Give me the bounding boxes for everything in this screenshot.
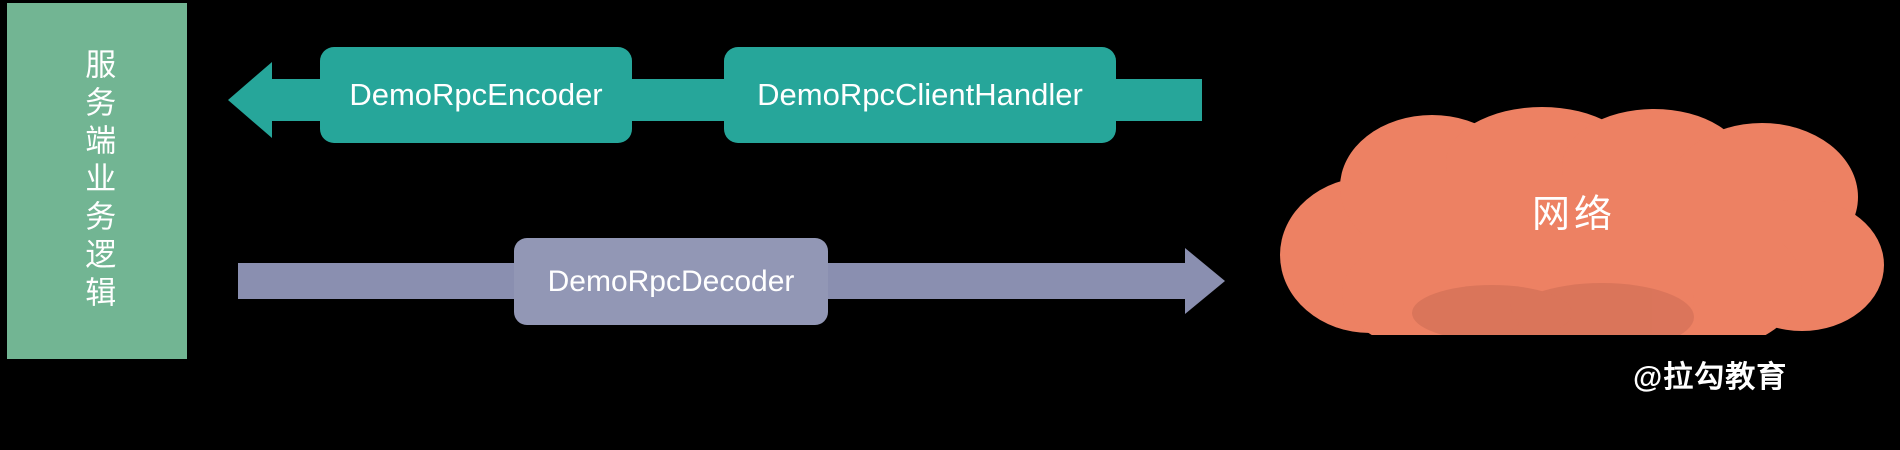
arrow-right-icon bbox=[1185, 248, 1225, 314]
network-cloud: 网络 bbox=[1242, 105, 1892, 335]
inbound-shaft-left bbox=[238, 263, 523, 299]
arrow-left-icon bbox=[228, 62, 272, 138]
outbound-shaft-left bbox=[252, 79, 392, 121]
network-cloud-label: 网络 bbox=[1531, 193, 1616, 236]
handler-box-label: DemoRpcEncoder bbox=[349, 77, 603, 112]
cloud-icon bbox=[1280, 107, 1884, 335]
server-business-logic-panel: 服务端业务逻辑 bbox=[7, 3, 187, 359]
outbound-shaft-right bbox=[1090, 79, 1202, 121]
inbound-shaft-right bbox=[824, 263, 1194, 299]
handler-box-demo-rpc-decoder[interactable]: DemoRpcDecoder bbox=[514, 238, 828, 325]
outbound-shaft-middle bbox=[600, 79, 730, 121]
handler-box-label: DemoRpcClientHandler bbox=[757, 77, 1083, 112]
handler-box-demo-rpc-client-handler[interactable]: DemoRpcClientHandler bbox=[724, 47, 1116, 143]
server-business-logic-label: 服务端业务逻辑 bbox=[80, 48, 116, 314]
handler-box-demo-rpc-encoder[interactable]: DemoRpcEncoder bbox=[320, 47, 632, 143]
watermark-text: @拉勾教育 bbox=[1633, 361, 1788, 394]
handler-box-label: DemoRpcDecoder bbox=[547, 264, 795, 298]
